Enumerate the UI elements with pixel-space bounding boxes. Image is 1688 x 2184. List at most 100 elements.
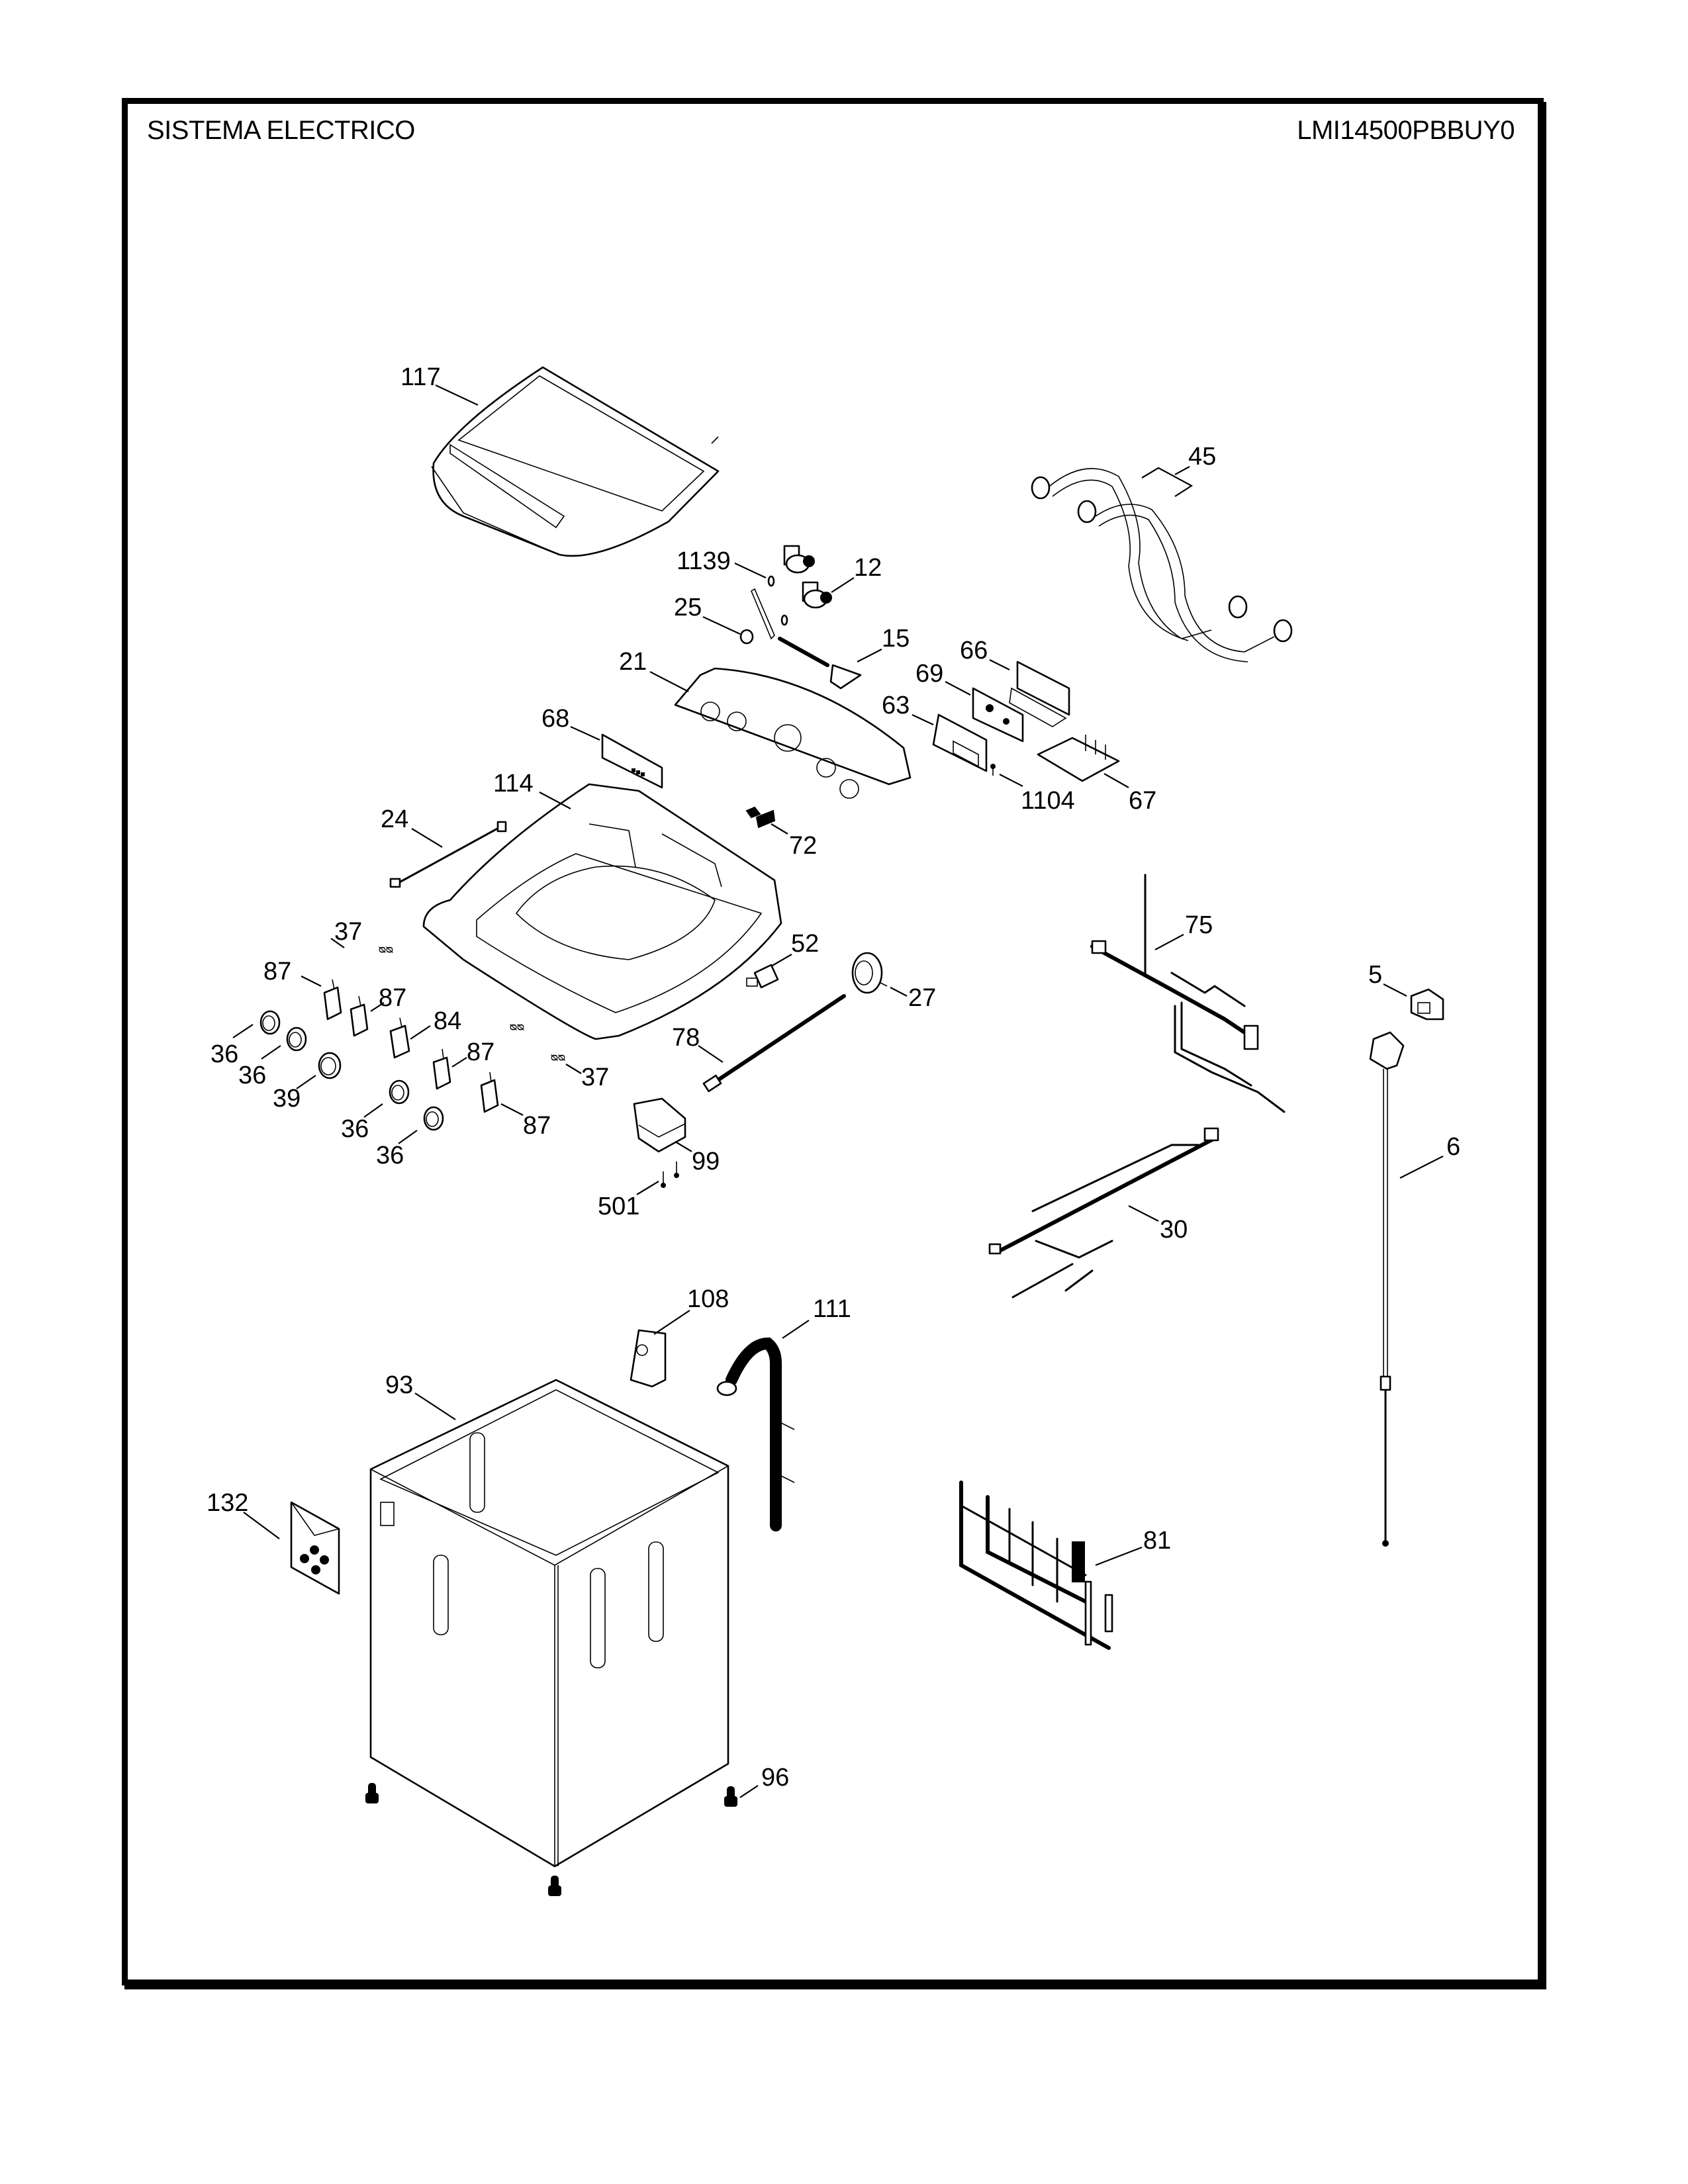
part-pressure-switch[interactable] [851,952,888,994]
label-114: 114 [493,770,534,797]
callout-30: 30 [1128,1205,1188,1244]
label-78: 78 [672,1024,700,1052]
part-knob-36-c[interactable] [389,1079,410,1105]
part-board-cover[interactable] [932,713,988,772]
label-84: 84 [434,1007,461,1035]
callout-87-a: 87 [263,958,322,987]
part-valve-clamp[interactable] [767,575,788,626]
callout-1104: 1104 [999,774,1075,815]
callout-75: 75 [1154,911,1213,950]
part-motor-harness[interactable] [959,1480,1113,1650]
part-control-board[interactable] [972,687,1024,743]
part-switch-87-d[interactable] [480,1071,499,1113]
callout-87-c: 87 [451,1038,494,1068]
label-36-b: 36 [238,1062,266,1089]
part-knob-36-b[interactable] [286,1026,307,1052]
callout-21: 21 [619,648,689,692]
part-switch-87-c[interactable] [432,1048,451,1090]
label-75: 75 [1185,911,1213,939]
label-1104: 1104 [1021,787,1075,815]
label-36-a: 36 [211,1040,238,1068]
label-69: 69 [915,660,943,688]
label-111: 111 [813,1295,851,1323]
part-lid-switch[interactable] [746,964,779,989]
label-66: 66 [960,637,988,664]
part-leveling-foot[interactable] [365,1783,737,1896]
part-board-bracket[interactable] [1009,660,1070,727]
part-inlet-hoses[interactable] [1031,468,1293,662]
label-108: 108 [687,1285,729,1313]
part-panel-decor-trim[interactable] [601,733,663,789]
part-switch-87-a[interactable] [323,979,342,1021]
part-drain-hose[interactable] [716,1337,795,1531]
label-39: 39 [273,1085,301,1113]
callout-5: 5 [1368,961,1407,997]
callout-24: 24 [381,805,443,848]
label-117: 117 [400,363,441,391]
label-21: 21 [619,648,647,676]
label-52: 52 [791,930,819,958]
part-inlet-hose-nozzle[interactable] [750,588,862,690]
callout-81: 81 [1095,1527,1171,1567]
callout-114: 114 [493,770,571,809]
part-switch-87-b[interactable] [350,995,369,1037]
part-knob-36-a[interactable] [259,1010,281,1035]
callout-52: 52 [771,930,819,967]
callout-37-lower: 37 [565,1064,609,1091]
part-connector[interactable] [745,806,776,829]
callout-39: 39 [273,1075,316,1113]
label-501: 501 [598,1193,639,1220]
callout-25: 25 [674,594,741,635]
callout-63: 63 [882,692,934,725]
callout-111: 111 [782,1295,851,1339]
label-72: 72 [789,832,817,860]
part-pressure-tube[interactable] [702,994,846,1093]
callout-96: 96 [739,1764,789,1798]
callout-501: 501 [598,1181,659,1220]
callout-36-a: 36 [211,1024,254,1068]
callout-132: 132 [207,1489,280,1539]
callout-78: 78 [672,1024,724,1063]
part-lid-switch-harness[interactable] [389,821,507,888]
part-power-cord[interactable] [1369,1031,1405,1547]
callout-87-b: 87 [370,984,406,1012]
label-36-c: 36 [341,1115,369,1143]
part-clip[interactable]: ᴓᴓ ᴓᴓ ᴓᴓ [379,942,565,1064]
label-30: 30 [1160,1216,1188,1244]
label-96: 96 [761,1764,789,1792]
part-screw-1104[interactable] [990,764,996,776]
callout-36-b: 36 [238,1045,281,1089]
svg-text:ᴓᴓ: ᴓᴓ [551,1050,565,1064]
callout-36-d: 36 [376,1130,418,1169]
label-1139: 1139 [677,547,731,575]
part-capacitor-block[interactable] [633,1097,686,1153]
callout-6: 6 [1399,1133,1460,1179]
svg-text:ᴓᴓ: ᴓᴓ [510,1020,524,1033]
part-top-frame[interactable] [422,783,782,1040]
part-display-board[interactable] [1037,735,1120,782]
part-hose-clamp[interactable] [739,629,754,645]
part-main-harness[interactable] [1090,874,1286,1113]
callout-84: 84 [410,1007,461,1040]
part-top-cover-lid[interactable] [431,366,720,557]
label-67: 67 [1129,787,1156,815]
part-leg-kit[interactable] [290,1501,340,1595]
part-cabinet[interactable] [369,1379,729,1868]
part-inlet-valve[interactable] [783,545,832,609]
part-rotary-switch-84[interactable] [389,1017,410,1059]
part-knob-36-d[interactable] [423,1106,444,1131]
label-93: 93 [385,1371,413,1399]
part-power-cord-strain-relief[interactable] [1410,988,1444,1021]
label-5: 5 [1368,961,1382,989]
part-screw-501[interactable] [661,1161,679,1188]
callout-1139: 1139 [677,547,767,578]
diagram-frame [122,98,1544,1985]
part-harness-lower[interactable] [988,1127,1219,1298]
callout-45: 45 [1141,443,1216,497]
label-24: 24 [381,805,408,833]
part-control-panel[interactable] [674,667,912,799]
part-hose-guide[interactable] [630,1329,667,1388]
section-title: SISTEMA ELECTRICO [147,116,415,145]
callout-12: 12 [831,554,882,593]
part-knob-39[interactable] [318,1052,342,1079]
